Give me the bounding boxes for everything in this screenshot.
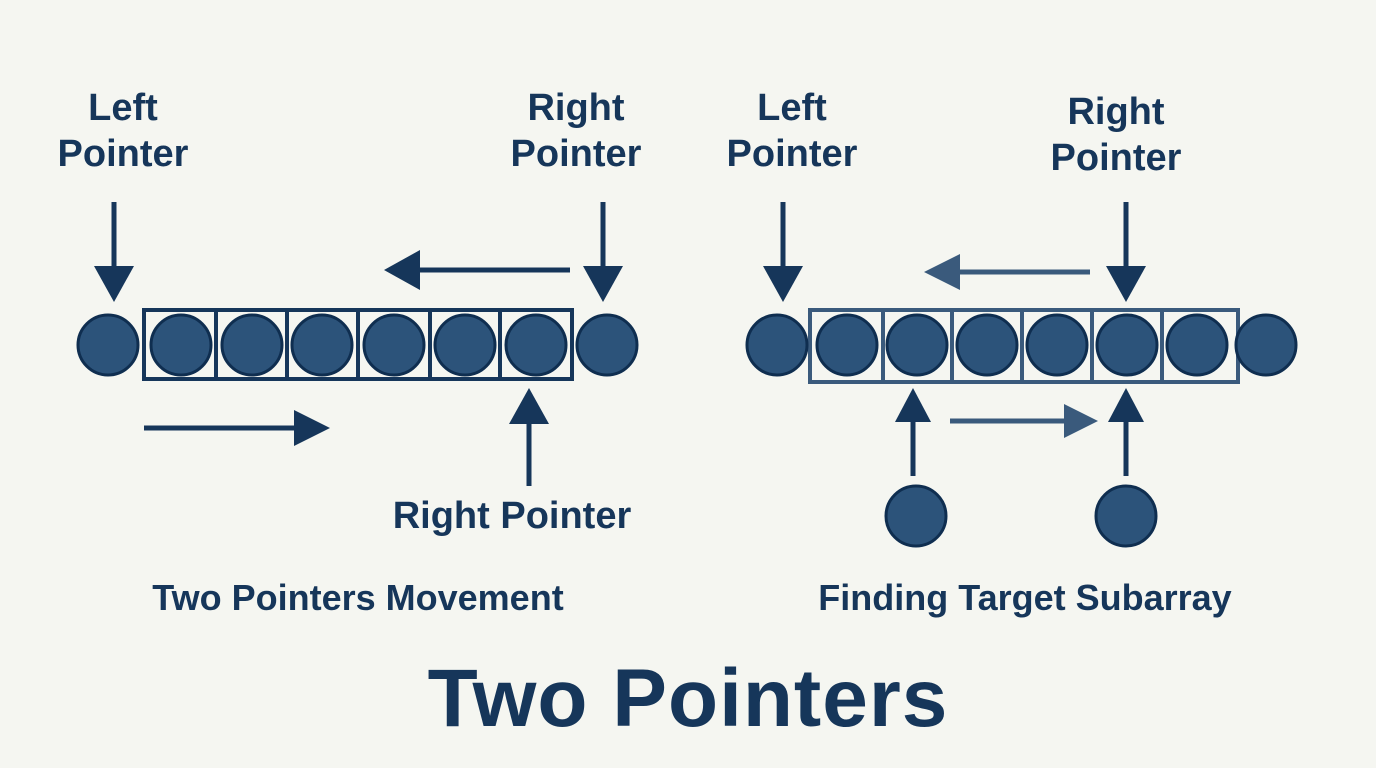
array-element: [575, 313, 639, 377]
array-element: [433, 313, 497, 377]
panel-caption-movement: Two Pointers Movement: [152, 577, 564, 618]
array-element: [815, 313, 879, 377]
array-element: [1025, 313, 1089, 377]
array-element: [1234, 313, 1298, 377]
bottom-right-pointer-label: Right Pointer: [392, 495, 632, 537]
right-pointer-label-line1: Right: [527, 87, 625, 129]
candidate-node: [1094, 484, 1158, 548]
window-dividers: [881, 310, 1164, 382]
left-pointer-label: Left Pointer: [710, 86, 874, 177]
left-pointer-label-line2: Pointer: [726, 132, 858, 175]
array-element: [220, 313, 284, 377]
right-pointer-label-line1: Right: [1067, 91, 1165, 133]
array-element: [1095, 313, 1159, 377]
candidate-node: [884, 484, 948, 548]
array-elements: [745, 313, 1298, 377]
array-elements: [76, 313, 639, 377]
array-element: [290, 313, 354, 377]
array-element: [76, 313, 140, 377]
candidate-nodes: [884, 484, 1158, 548]
panel-caption-target: Finding Target Subarray: [818, 577, 1232, 618]
left-pointer-label-line1: Left: [88, 87, 158, 129]
window-dividers: [214, 310, 502, 379]
page-title: Two Pointers: [427, 653, 949, 744]
right-pointer-label-line2: Pointer: [1050, 136, 1182, 179]
panel-target: [745, 202, 1298, 548]
array-element: [885, 313, 949, 377]
array-element: [362, 313, 426, 377]
array-element: [1165, 313, 1229, 377]
right-pointer-label-line2: Pointer: [510, 132, 642, 175]
array-element: [149, 313, 213, 377]
array-element: [504, 313, 568, 377]
array-element: [955, 313, 1019, 377]
left-pointer-label: Left Pointer: [40, 86, 206, 177]
left-pointer-label-line1: Left: [757, 87, 827, 129]
array-element: [745, 313, 809, 377]
left-pointer-label-line2: Pointer: [57, 132, 189, 175]
panel-movement: [76, 202, 639, 486]
right-pointer-label: Right Pointer: [1036, 90, 1196, 181]
right-pointer-label: Right Pointer: [496, 86, 656, 177]
